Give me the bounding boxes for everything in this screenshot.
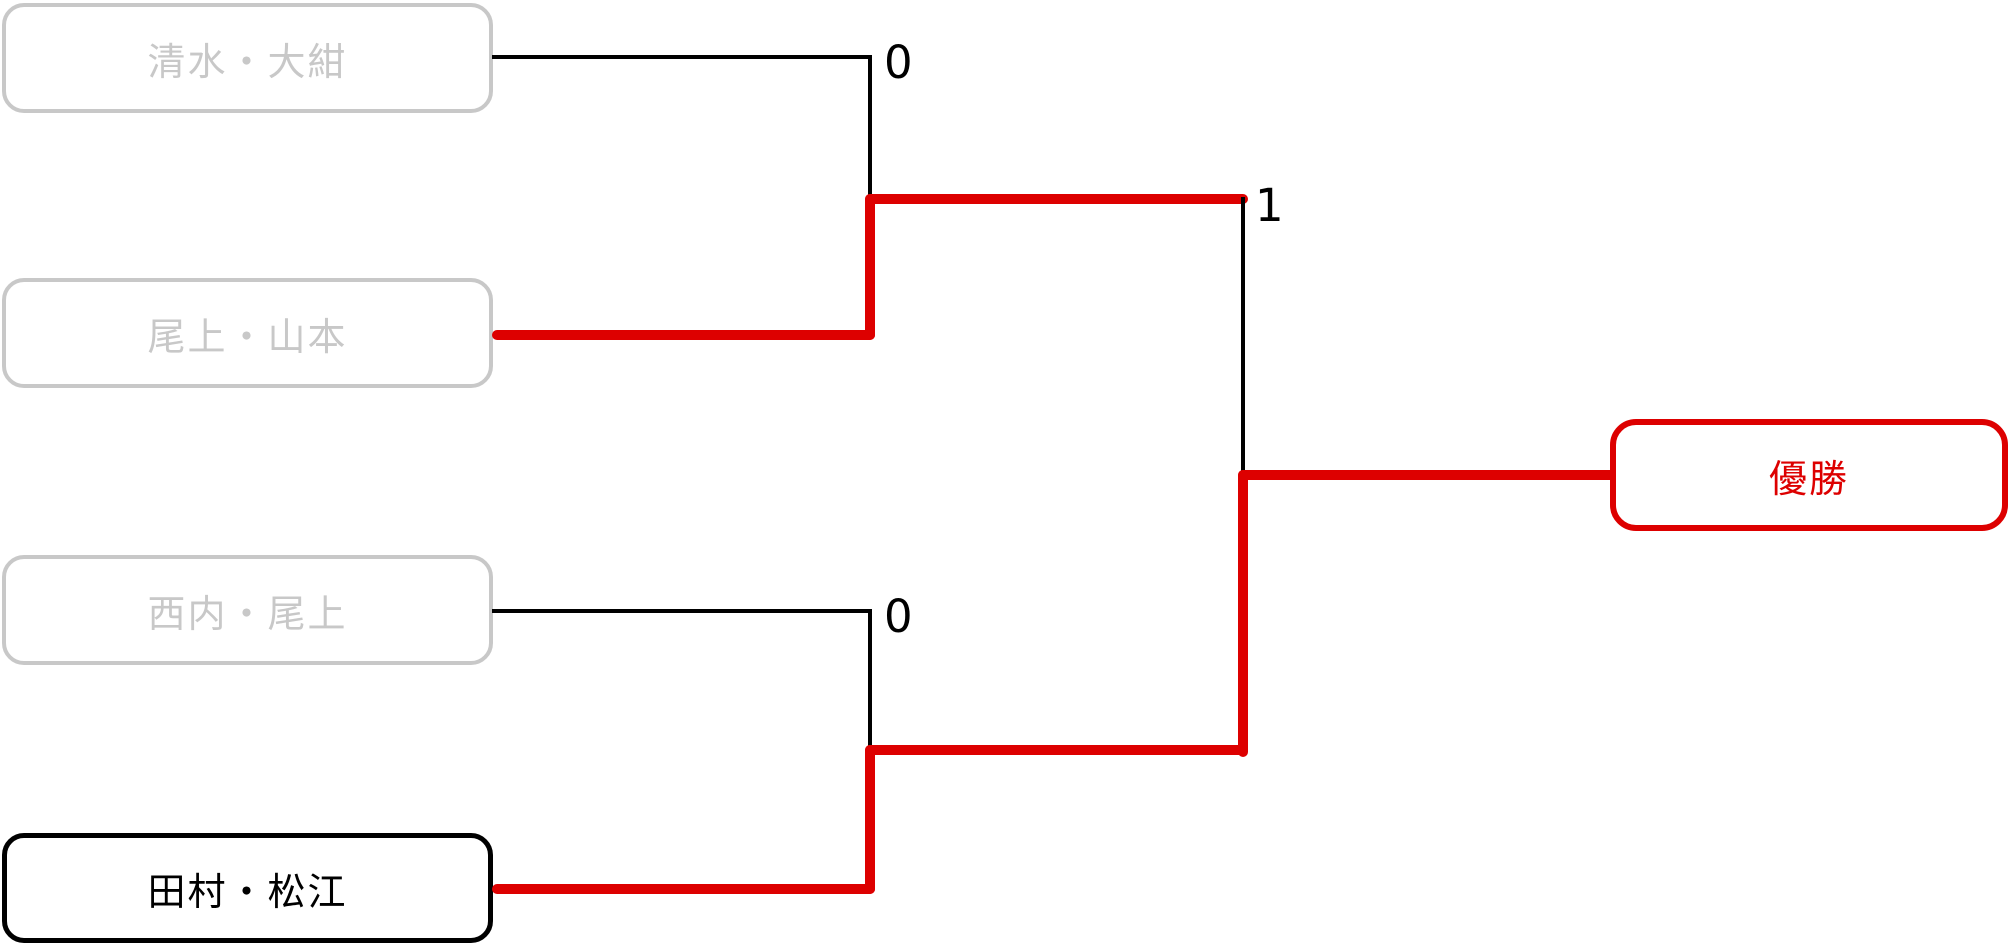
score-label-match1: 0 xyxy=(884,36,913,89)
connector-match2-vertical-loser xyxy=(868,609,872,750)
team-box-3: 西内・尾上 xyxy=(2,555,493,665)
team-box-2: 尾上・山本 xyxy=(2,278,493,388)
team-box-1: 清水・大紺 xyxy=(2,3,493,113)
connector-match1-to-final xyxy=(865,194,1248,204)
connector-team4-horizontal-winner xyxy=(492,884,875,894)
connector-team3-horizontal xyxy=(492,609,870,613)
team-name: 尾上・山本 xyxy=(147,314,348,359)
connector-match1-vertical-loser xyxy=(868,55,872,199)
connector-team2-horizontal-winner xyxy=(492,330,875,340)
champion-label: 優勝 xyxy=(1768,456,1849,501)
connector-match1-vertical-winner xyxy=(865,194,875,340)
connector-final-vertical-winner xyxy=(1238,470,1248,757)
connector-final-to-champion xyxy=(1238,470,1618,480)
team-name: 田村・松江 xyxy=(147,869,348,914)
score-label-match2: 0 xyxy=(884,590,913,643)
champion-box: 優勝 xyxy=(1610,419,2008,531)
team-name: 清水・大紺 xyxy=(147,39,348,84)
team-name: 西内・尾上 xyxy=(147,591,348,636)
connector-final-vertical-loser xyxy=(1241,197,1245,475)
connector-match2-vertical-winner xyxy=(865,745,875,894)
score-label-final: 1 xyxy=(1255,179,1284,232)
team-box-4: 田村・松江 xyxy=(2,833,493,943)
connector-team1-horizontal xyxy=(492,55,870,59)
connector-match2-to-final xyxy=(865,745,1248,755)
